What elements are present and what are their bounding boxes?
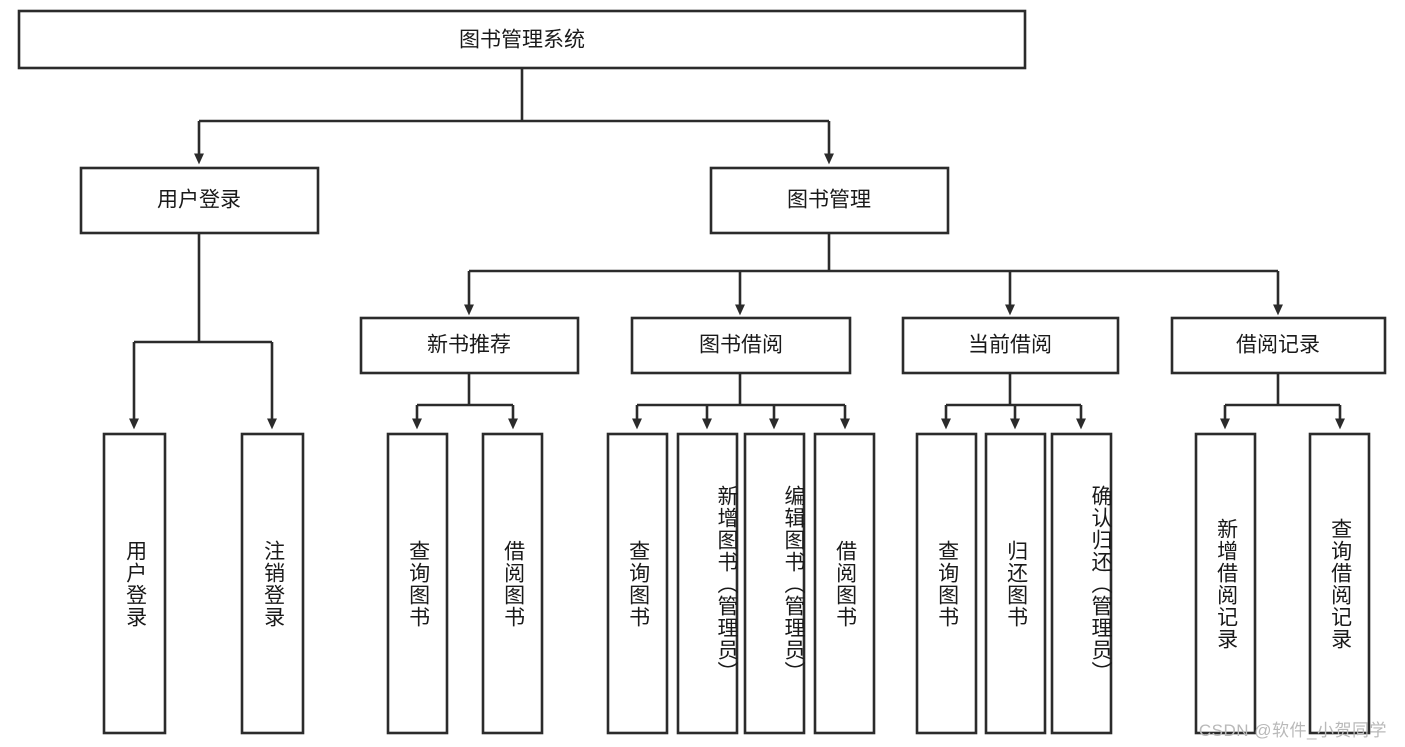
node-leaf-query-record[interactable] — [1308, 432, 1371, 735]
node-borrow-record[interactable]: 借阅记录 — [1170, 316, 1387, 375]
node-leaf-logout[interactable] — [240, 432, 305, 735]
node-leaf-query-book-b[interactable] — [606, 432, 669, 735]
node-root[interactable]: 图书管理系统 — [17, 9, 1027, 70]
connector-root-to-level2 — [194, 68, 834, 165]
node-leaf-add-book[interactable] — [676, 432, 739, 735]
connector-bookborrow-to-leaves — [632, 373, 850, 430]
node-leaf-query-book-a[interactable] — [386, 432, 449, 735]
connector-userlogin-to-leaves — [129, 233, 277, 430]
node-leaf-query-book-c[interactable] — [915, 432, 978, 735]
node-book-borrow-label: 图书借阅 — [699, 334, 783, 357]
node-leaf-return-book[interactable] — [984, 432, 1047, 735]
node-leaf-user-login[interactable] — [102, 432, 167, 735]
connector-newbook-to-leaves — [412, 373, 518, 430]
connector-bookmanage-to-level3 — [464, 233, 1283, 316]
node-new-book-rec[interactable]: 新书推荐 — [359, 316, 580, 375]
node-new-book-rec-label: 新书推荐 — [427, 334, 511, 357]
watermark: CSDN @软件_小贺同学 — [1198, 721, 1387, 740]
connector-borrowrecord-to-leaves — [1220, 373, 1345, 430]
node-leaf-borrow-book-a[interactable] — [481, 432, 544, 735]
node-book-manage[interactable]: 图书管理 — [709, 166, 950, 235]
node-leaf-borrow-book-b[interactable] — [813, 432, 876, 735]
connector-currentborrow-to-leaves — [941, 373, 1086, 430]
node-leaf-edit-book[interactable] — [743, 432, 806, 735]
node-book-manage-label: 图书管理 — [787, 189, 871, 212]
node-leaf-add-record[interactable] — [1194, 432, 1257, 735]
node-leaf-confirm-return[interactable] — [1050, 432, 1113, 735]
node-user-login-label: 用户登录 — [157, 189, 241, 212]
node-borrow-record-label: 借阅记录 — [1236, 334, 1320, 357]
node-root-label: 图书管理系统 — [459, 29, 585, 52]
node-current-borrow[interactable]: 当前借阅 — [901, 316, 1120, 375]
node-book-borrow[interactable]: 图书借阅 — [630, 316, 852, 375]
node-user-login[interactable]: 用户登录 — [79, 166, 320, 235]
node-current-borrow-label: 当前借阅 — [968, 334, 1052, 357]
